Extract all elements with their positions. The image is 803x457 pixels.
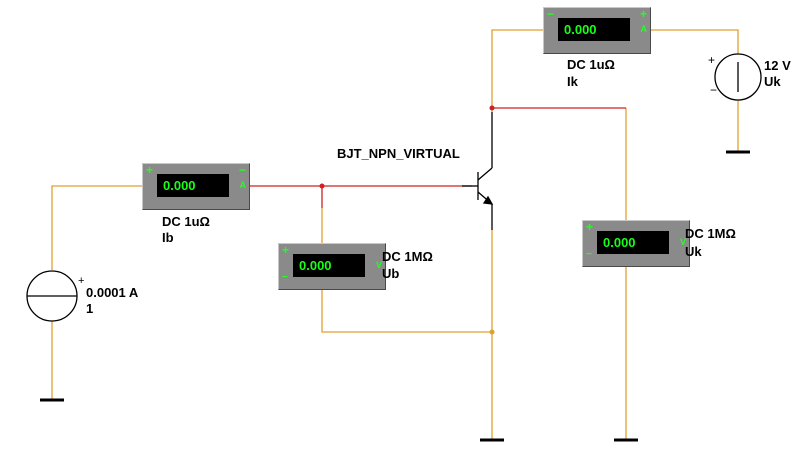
voltmeter-uk-mode-label: DC 1MΩ xyxy=(685,226,736,241)
voltmeter-uk-name: Uk xyxy=(685,244,702,259)
voltage-source-value: 12 V xyxy=(764,58,791,73)
wires-orange xyxy=(51,29,739,440)
meter-display: 0.000 xyxy=(293,254,365,277)
junction-dot xyxy=(489,105,495,111)
ammeter-ib[interactable]: + − A 0.000 xyxy=(142,163,250,210)
minus-terminal-icon: − xyxy=(282,272,288,283)
voltmeter-mode-icon: V xyxy=(375,260,382,270)
ammeter-ik-mode-label: DC 1uΩ xyxy=(567,57,615,72)
current-source-name: 1 xyxy=(86,301,94,316)
voltmeter-uk[interactable]: + − V 0.000 xyxy=(582,220,690,267)
voltage-source-name: Uk xyxy=(764,74,781,89)
minus-terminal-icon: − xyxy=(586,249,592,260)
ammeter-ib-mode-label: DC 1uΩ xyxy=(162,214,210,229)
voltmeter-mode-icon: V xyxy=(679,237,686,247)
plus-terminal-icon: + xyxy=(282,243,290,257)
ammeter-mode-icon: A xyxy=(640,24,648,34)
voltage-source-symbol[interactable]: + − xyxy=(708,53,762,101)
npn-transistor-symbol[interactable] xyxy=(462,112,494,230)
svg-text:+: + xyxy=(78,275,84,287)
ammeter-ik-name: Ik xyxy=(567,74,578,89)
svg-text:+: + xyxy=(708,53,715,67)
current-source-symbol[interactable]: + xyxy=(26,270,84,322)
voltmeter-ub-name: Ub xyxy=(382,266,400,281)
current-source-value: 0.0001 A xyxy=(86,285,139,300)
voltmeter-ub-mode-label: DC 1MΩ xyxy=(382,249,433,264)
ammeter-ik[interactable]: − + A 0.000 xyxy=(543,7,651,54)
minus-terminal-icon: − xyxy=(238,163,246,177)
meter-display: 0.000 xyxy=(558,18,630,41)
transistor-label: BJT_NPN_VIRTUAL xyxy=(337,146,460,161)
svg-text:−: − xyxy=(710,83,717,97)
junction-dot xyxy=(319,183,325,189)
minus-terminal-icon: + xyxy=(639,7,647,21)
ammeter-ib-name: Ib xyxy=(162,230,174,245)
voltmeter-ub[interactable]: + − V 0.000 xyxy=(278,243,386,290)
ground-symbols xyxy=(40,150,750,442)
plus-terminal-icon: + xyxy=(146,163,154,177)
plus-terminal-icon: − xyxy=(547,7,555,21)
meter-display: 0.000 xyxy=(597,231,669,254)
meter-display: 0.000 xyxy=(157,174,229,197)
junction-dot xyxy=(489,329,495,335)
plus-terminal-icon: + xyxy=(586,220,594,234)
ammeter-mode-icon: A xyxy=(239,180,247,190)
